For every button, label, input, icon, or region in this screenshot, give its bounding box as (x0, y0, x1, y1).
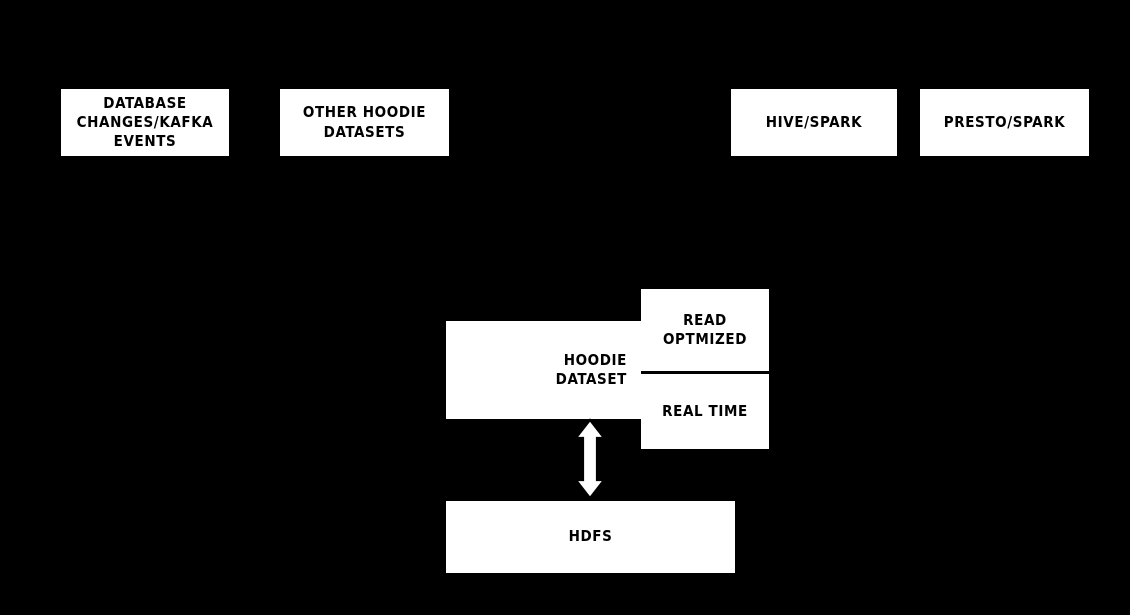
node-database-changes-kafka-events[interactable]: DATABASE CHANGES/KAFKA EVENTS (61, 89, 229, 156)
node-hive-spark[interactable]: HIVE/SPARK (731, 89, 897, 156)
node-real-time-view[interactable]: REAL TIME (641, 374, 769, 449)
node-other-hoodie-datasets[interactable]: OTHER HOODIE DATASETS (280, 89, 449, 156)
node-hoodie-dataset[interactable]: HOODIE DATASET (446, 321, 641, 419)
double-headed-arrow-icon (573, 418, 607, 500)
node-presto-spark[interactable]: PRESTO/SPARK (920, 89, 1089, 156)
node-read-optimized-view[interactable]: READ OPTMIZED (641, 289, 769, 371)
node-hdfs[interactable]: HDFS (446, 501, 735, 573)
